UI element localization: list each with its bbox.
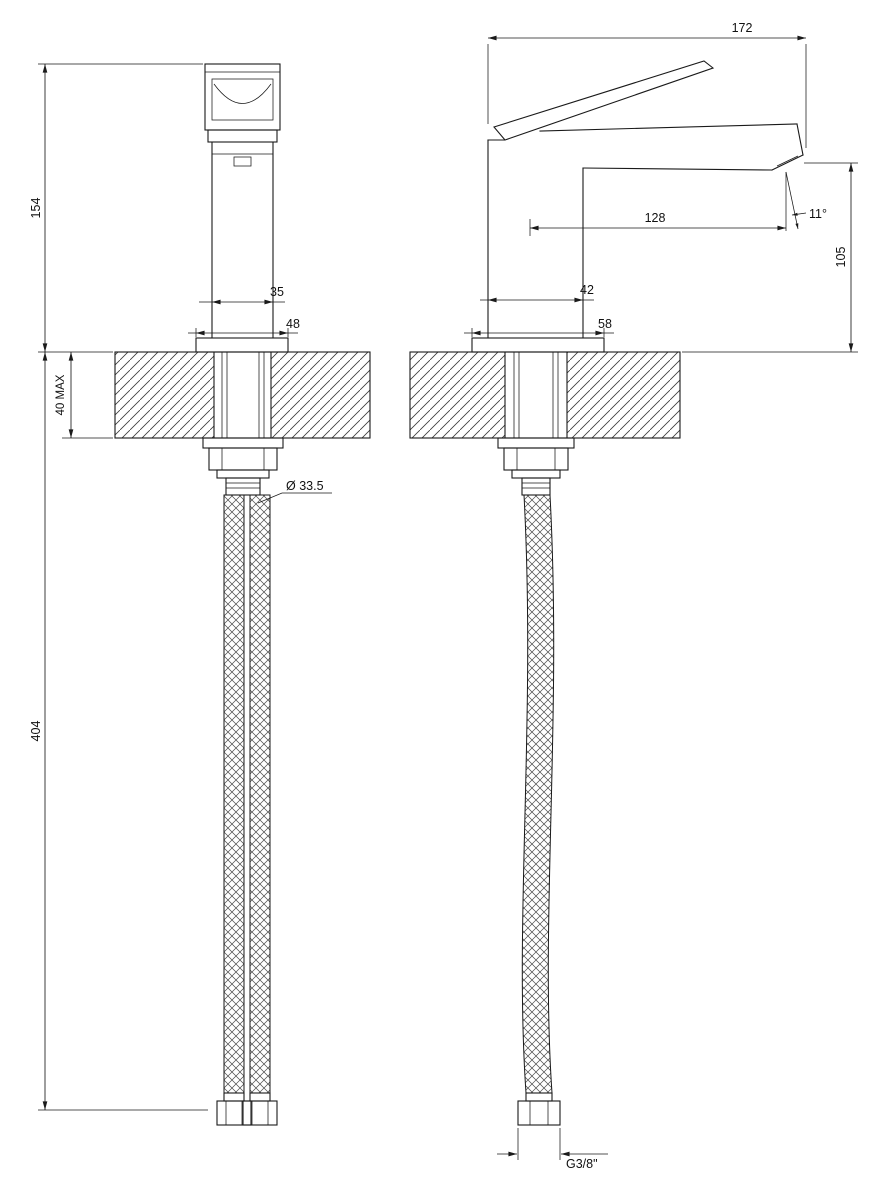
side-view: [409, 60, 804, 1126]
side-lever: [493, 60, 715, 141]
front-fitting-right-nut: [242, 1100, 278, 1126]
dim-105-extension-lines: [682, 162, 858, 353]
dim-154-extension-lines: [38, 63, 203, 353]
front-countertop-hatch-left: [115, 352, 214, 438]
dim-g38-extension-lines: [517, 1128, 561, 1160]
front-handle-curve: [213, 83, 272, 104]
side-countertop-hatch-right: [567, 352, 680, 438]
side-hose: [521, 494, 555, 1094]
dim-body-width: 35: [199, 285, 285, 305]
side-locknut: [503, 447, 569, 471]
front-handle-inlay: [211, 78, 274, 121]
dim-spout-height: 105: [682, 162, 858, 353]
front-locknut-step: [216, 469, 270, 479]
side-aerator-line: [776, 155, 799, 167]
dim-body-depth: 42: [480, 283, 594, 303]
side-water-stream: [785, 171, 799, 230]
side-countertop-hatch-left: [410, 352, 505, 438]
side-fitting-collar: [525, 1092, 553, 1102]
dim-hole-leader: [257, 492, 332, 504]
dim-height-above-deck: 154: [29, 63, 203, 353]
dim-hole-label: Ø 33.5: [286, 479, 324, 493]
dim-35-label: 35: [270, 285, 284, 299]
side-locknut-step: [511, 469, 561, 479]
side-spout-top-edge: [539, 123, 798, 132]
side-fitting-nut: [517, 1100, 561, 1126]
side-hole-edges: [504, 351, 568, 439]
dim-48-extensions: [188, 328, 298, 337]
side-locknut-facets: [516, 448, 556, 470]
dim-154-label: 154: [29, 198, 43, 219]
dim-58-label: 58: [598, 317, 612, 331]
dim-base-depth: 58: [464, 317, 614, 337]
front-fitting-left-facets: [225, 1101, 243, 1125]
dim-404-label: 404: [29, 721, 43, 742]
dim-base-width: 48: [188, 317, 300, 337]
dim-58-extensions: [464, 328, 614, 337]
front-shank-walls: [221, 352, 265, 438]
front-handle-base: [207, 129, 278, 143]
side-spout-tip-edge: [796, 123, 804, 156]
front-washer: [202, 437, 284, 449]
side-shank-walls: [513, 352, 559, 438]
dimensions: 154 404 40 MAX 35 48 Ø 33.5: [29, 21, 858, 1171]
side-shank-threads: [522, 482, 550, 489]
front-shank-threads: [226, 482, 260, 489]
front-fitting-right-facets: [251, 1101, 269, 1125]
side-fitting-facets: [529, 1101, 549, 1125]
dim-105-label: 105: [834, 247, 848, 268]
front-fitting-left-collar: [223, 1092, 245, 1102]
dim-hole-diameter: Ø 33.5: [257, 479, 332, 504]
side-shank-stub: [521, 477, 551, 496]
dim-11deg-label: 11°: [809, 207, 827, 221]
dim-128-label: 128: [645, 211, 666, 225]
dim-stream-angle: 11°: [791, 207, 827, 221]
side-base-flange: [471, 337, 605, 353]
side-washer: [497, 437, 575, 449]
side-spout-outlet-face: [771, 154, 804, 171]
dim-40max-label: 40 MAX: [55, 374, 67, 415]
front-base-flange: [195, 337, 289, 353]
front-hole-edges: [213, 351, 272, 439]
front-locknut-facets: [221, 448, 265, 470]
front-hose-left: [223, 494, 245, 1094]
dim-42-label: 42: [580, 283, 594, 297]
front-aerator: [233, 156, 252, 167]
dim-172-label: 172: [732, 21, 753, 35]
front-body-edges: [211, 141, 274, 339]
front-fitting-right-collar: [249, 1092, 271, 1102]
dim-spout-reach: 128: [529, 211, 786, 236]
side-spout-underside: [582, 167, 773, 171]
dim-deck-thickness: 40 MAX: [55, 352, 113, 439]
dim-11deg-leader: [791, 212, 807, 216]
front-view: [114, 63, 371, 1126]
front-fitting-left-nut: [216, 1100, 252, 1126]
dim-48-label: 48: [286, 317, 300, 331]
front-countertop-hatch-right: [271, 352, 370, 438]
front-locknut: [208, 447, 278, 471]
dim-g38-label: G3/8": [566, 1157, 598, 1171]
front-shank-stub: [225, 477, 261, 496]
dim-172-extension-lines: [487, 44, 807, 148]
dim-hose-length: 404: [29, 352, 208, 1111]
dim-overall-depth: 172: [487, 21, 807, 148]
dim-supply-connection: G3/8": [497, 1128, 608, 1171]
front-hose-right: [249, 494, 271, 1094]
